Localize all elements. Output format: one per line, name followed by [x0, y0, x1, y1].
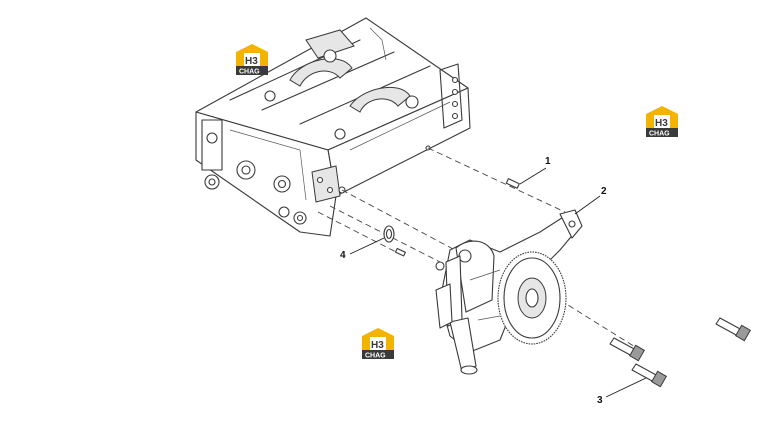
- logo-text: CHAG: [239, 69, 260, 76]
- callout-3-label: 3: [597, 395, 603, 406]
- callout-4: 4: [340, 237, 385, 261]
- engine-block: [195, 17, 471, 237]
- oil-pump-assembly: [435, 209, 583, 375]
- callout-1-label: 1: [545, 156, 551, 167]
- logo-text: CHAG: [649, 131, 670, 138]
- callout-4-label: 4: [340, 250, 346, 261]
- dowel-pin: [505, 178, 520, 189]
- watermark-logo-right: H3 CHAG: [646, 106, 678, 138]
- logo-text: CHAG: [365, 353, 386, 360]
- callout-1: 1: [519, 156, 551, 185]
- callout-3: 3: [597, 377, 647, 406]
- bolt-upper: [715, 317, 752, 342]
- watermark-logo-bottom: H3 CHAG: [362, 328, 394, 360]
- small-pin: [394, 247, 406, 257]
- callout-2: 2: [574, 186, 607, 215]
- o-ring: [383, 225, 395, 243]
- bolt-lower: [631, 363, 668, 388]
- logo-mark: H3: [371, 340, 384, 351]
- logo-mark: H3: [245, 56, 258, 67]
- logo-mark: H3: [655, 118, 668, 129]
- bolt-middle: [609, 337, 646, 362]
- watermark-logo-top: H3 CHAG: [236, 44, 268, 76]
- callout-2-label: 2: [601, 186, 607, 197]
